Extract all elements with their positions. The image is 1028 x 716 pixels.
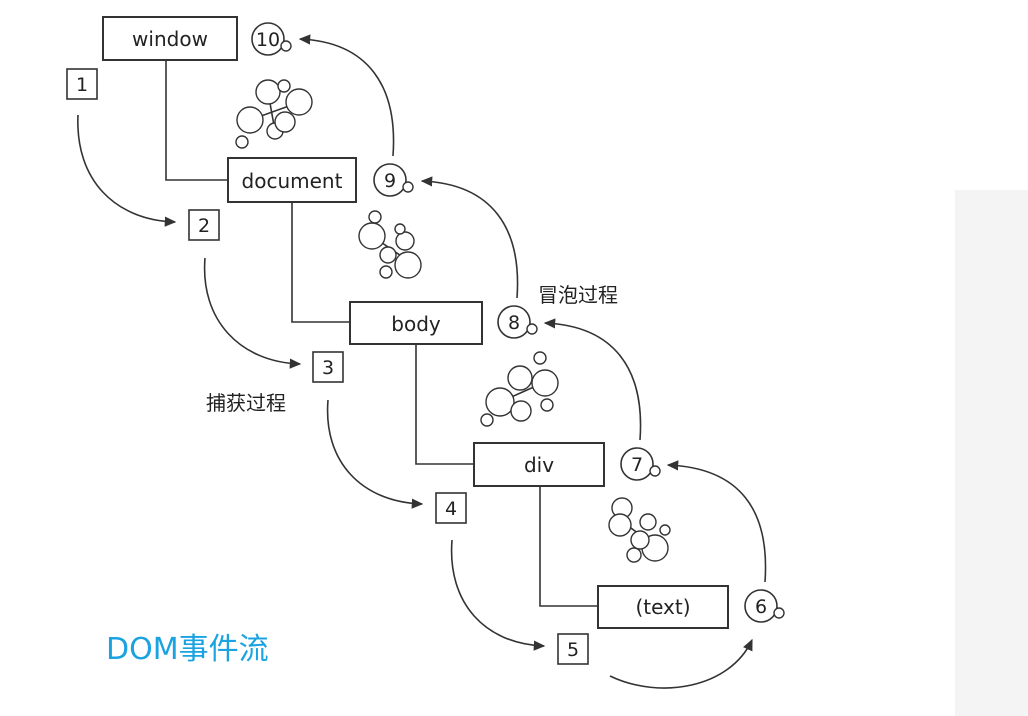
- svg-text:4: 4: [445, 498, 457, 520]
- bubble-step-8: 8: [497, 305, 538, 339]
- svg-text:5: 5: [567, 639, 579, 661]
- node-window-label: window: [132, 27, 208, 51]
- node-text-label: (text): [635, 595, 690, 619]
- capture-arrow-1-2: [77, 114, 177, 227]
- tree-line-body-div: [415, 344, 474, 465]
- capture-arrow-3-4: [326, 399, 424, 509]
- node-text: (text): [597, 585, 729, 629]
- svg-text:1: 1: [76, 74, 88, 96]
- svg-text:6: 6: [755, 596, 767, 618]
- bubble-arrow-9-10: [298, 34, 395, 157]
- node-window: window: [102, 16, 238, 61]
- bubble-cluster-1: [235, 79, 313, 149]
- node-document: document: [227, 157, 357, 203]
- capture-step-2: 2: [188, 209, 220, 241]
- capture-phase-label: 捕获过程: [206, 391, 286, 415]
- capture-step-4: 4: [435, 492, 467, 524]
- svg-text:7: 7: [631, 454, 643, 476]
- capture-arrow-2-3: [203, 257, 302, 369]
- svg-text:2: 2: [198, 215, 210, 237]
- bubble-phase-label: 冒泡过程: [538, 283, 618, 307]
- capture-arrow-4-5: [450, 539, 546, 651]
- bubble-step-10: 10: [251, 22, 292, 56]
- node-div-label: div: [524, 453, 554, 477]
- capture-step-3: 3: [312, 351, 344, 383]
- bubble-arrow-8-9: [420, 176, 519, 299]
- capture-step-5: 5: [557, 633, 589, 665]
- svg-text:10: 10: [256, 29, 280, 51]
- bubble-arrow-6-7: [666, 460, 767, 583]
- side-panel: [955, 190, 1028, 716]
- node-body-label: body: [391, 312, 441, 336]
- bubble-cluster-3: [480, 351, 559, 427]
- tree-line-window-document: [165, 60, 228, 181]
- svg-text:3: 3: [322, 357, 334, 379]
- svg-text:9: 9: [384, 170, 396, 192]
- svg-text:8: 8: [508, 312, 520, 334]
- bubble-cluster-4: [608, 497, 671, 563]
- bubble-cluster-2: [358, 210, 422, 279]
- node-document-label: document: [242, 169, 343, 193]
- tree-line-div-text: [539, 486, 598, 607]
- tree-line-document-body: [291, 202, 350, 323]
- diagram-caption: DOM事件流: [106, 632, 269, 667]
- bubble-step-6: 6: [744, 589, 785, 623]
- bubble-step-9: 9: [373, 163, 414, 197]
- capture-step-1: 1: [66, 68, 98, 100]
- bubble-step-7: 7: [620, 447, 661, 481]
- capture-arrow-5-6: [609, 638, 753, 689]
- node-div: div: [473, 442, 605, 487]
- node-body: body: [349, 301, 483, 345]
- bubble-arrow-7-8: [543, 318, 642, 441]
